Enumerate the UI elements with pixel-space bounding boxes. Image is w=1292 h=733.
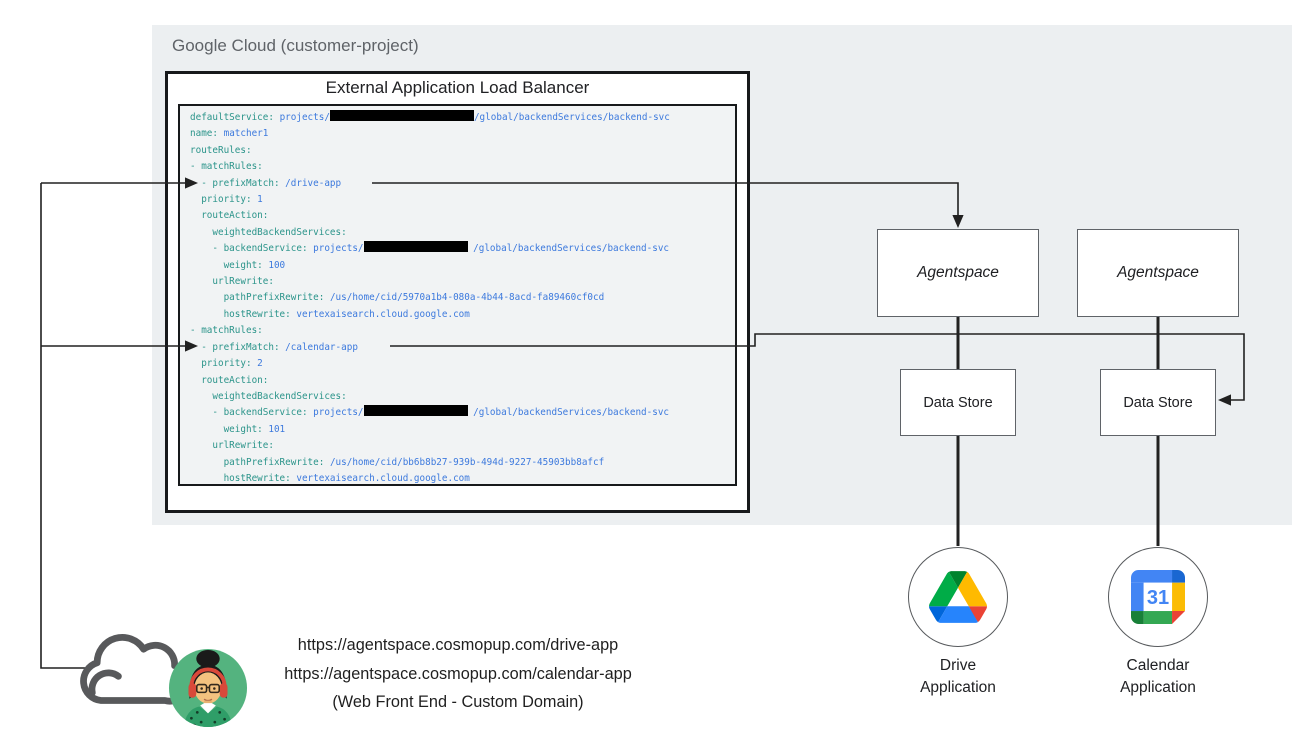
code-value: /drive-app xyxy=(279,177,342,189)
agentspace-label: Agentspace xyxy=(1117,264,1199,281)
redaction-bar xyxy=(363,405,468,417)
code-lines: defaultService: projects/ /global/backend… xyxy=(190,110,729,487)
code-line: urlRewrite: xyxy=(190,274,729,290)
datastore-box-2: Data Store xyxy=(1100,369,1216,436)
user-avatar xyxy=(168,648,248,733)
google-calendar-icon: 31 xyxy=(1131,570,1185,624)
agentspace-box-2: Agentspace xyxy=(1077,229,1239,317)
code-line: routeRules: xyxy=(190,143,729,159)
code-key: defaultService: xyxy=(190,112,274,123)
code-value: /global/backendServices/backend-svc xyxy=(473,112,670,123)
code-line: - prefixMatch: /drive-app xyxy=(190,176,729,192)
redaction-bar xyxy=(363,241,468,253)
code-key: weight: xyxy=(190,423,263,435)
code-value: /us/home/cid/bb6b8b27-939b-494d-9227-459… xyxy=(324,456,605,468)
code-key: pathPrefixRewrite: xyxy=(190,456,325,468)
code-line: weight: 101 xyxy=(190,422,729,438)
code-line: routeAction: xyxy=(190,208,729,224)
code-line: pathPrefixRewrite: /us/home/cid/5970a1b4… xyxy=(190,290,729,306)
agentspace-label: Agentspace xyxy=(917,264,999,281)
code-key: - prefixMatch: xyxy=(190,341,280,353)
url-map-code-block: defaultService: projects/ /global/backend… xyxy=(178,104,737,486)
code-value: projects/ xyxy=(273,112,330,123)
datastore-box-1: Data Store xyxy=(900,369,1016,436)
calendar-app-circle: 31 xyxy=(1108,547,1208,647)
drive-app-circle xyxy=(908,547,1008,647)
code-line: - prefixMatch: /calendar-app xyxy=(190,340,729,356)
code-key: weightedBackendServices: xyxy=(190,390,347,402)
code-value: /global/backendServices/backend-svc xyxy=(467,407,670,419)
code-line: routeAction: xyxy=(190,373,729,389)
code-line: weightedBackendServices: xyxy=(190,389,729,405)
code-key: hostRewrite: xyxy=(190,308,291,320)
frontend-url-drive: https://agentspace.cosmopup.com/drive-ap… xyxy=(297,636,619,654)
calendar-app-label: Calendar Application xyxy=(1120,657,1196,696)
code-line: - matchRules: xyxy=(190,159,729,175)
code-line: hostRewrite: vertexaisearch.cloud.google… xyxy=(190,471,729,487)
frontend-url-calendar: https://agentspace.cosmopup.com/calendar… xyxy=(284,664,632,683)
code-key: urlRewrite: xyxy=(190,440,274,452)
drive-app-label: Drive Application xyxy=(920,657,996,696)
code-key: weightedBackendServices: xyxy=(190,226,347,238)
calendar-day-number: 31 xyxy=(1147,587,1169,609)
code-value: 100 xyxy=(262,259,286,271)
code-line: - backendService: projects/ /global/back… xyxy=(190,405,729,421)
code-line: - matchRules: xyxy=(190,323,729,339)
code-key: hostRewrite: xyxy=(190,472,291,484)
frontend-url-block: https://agentspace.cosmopup.com/drive-ap… xyxy=(248,631,668,717)
code-line: priority: 1 xyxy=(190,192,729,208)
code-line: priority: 2 xyxy=(190,356,729,372)
code-value: /global/backendServices/backend-svc xyxy=(467,243,670,255)
code-line: weightedBackendServices: xyxy=(190,225,729,241)
frontend-caption: (Web Front End - Custom Domain) xyxy=(332,693,584,711)
code-value: /calendar-app xyxy=(279,341,358,353)
code-key: priority: xyxy=(190,358,252,370)
load-balancer-title: External Application Load Balancer xyxy=(325,78,590,97)
code-key: - backendService: xyxy=(190,243,308,255)
code-value: vertexaisearch.cloud.google.com xyxy=(290,308,470,320)
code-key: routeRules: xyxy=(190,144,252,156)
gcp-project-label: Google Cloud (customer-project) xyxy=(172,36,419,55)
code-key: routeAction: xyxy=(190,210,269,222)
code-key: urlRewrite: xyxy=(190,276,274,288)
code-value: /us/home/cid/5970a1b4-080a-4b44-8acd-fa8… xyxy=(324,292,605,304)
code-value: projects/ xyxy=(307,243,364,255)
code-key: weight: xyxy=(190,259,263,271)
code-line: pathPrefixRewrite: /us/home/cid/bb6b8b27… xyxy=(190,455,729,471)
code-key: pathPrefixRewrite: xyxy=(190,292,325,304)
code-key: routeAction: xyxy=(190,374,269,386)
code-line: - backendService: projects/ /global/back… xyxy=(190,241,729,257)
code-key: - backendService: xyxy=(190,407,308,419)
google-drive-icon xyxy=(929,571,987,623)
client-rail-line xyxy=(40,183,100,669)
code-value: 1 xyxy=(251,194,263,206)
code-value: projects/ xyxy=(307,407,364,419)
datastore-label: Data Store xyxy=(923,394,993,411)
code-value: vertexaisearch.cloud.google.com xyxy=(290,472,470,484)
code-line: weight: 100 xyxy=(190,258,729,274)
code-line: defaultService: projects/ /global/backend… xyxy=(190,110,729,126)
code-line: name: matcher1 xyxy=(190,126,729,142)
code-key: - matchRules: xyxy=(190,325,263,337)
code-value: matcher1 xyxy=(218,128,269,140)
code-line: urlRewrite: xyxy=(190,438,729,454)
code-value: 2 xyxy=(251,358,263,370)
datastore-label: Data Store xyxy=(1123,394,1193,411)
agentspace-box-1: Agentspace xyxy=(877,229,1039,317)
code-key: - prefixMatch: xyxy=(190,177,280,189)
code-value: 101 xyxy=(262,423,286,435)
code-key: - matchRules: xyxy=(190,161,263,173)
code-key: priority: xyxy=(190,194,252,206)
redaction-bar xyxy=(329,110,474,121)
code-key: name: xyxy=(190,128,218,140)
code-line: hostRewrite: vertexaisearch.cloud.google… xyxy=(190,307,729,323)
